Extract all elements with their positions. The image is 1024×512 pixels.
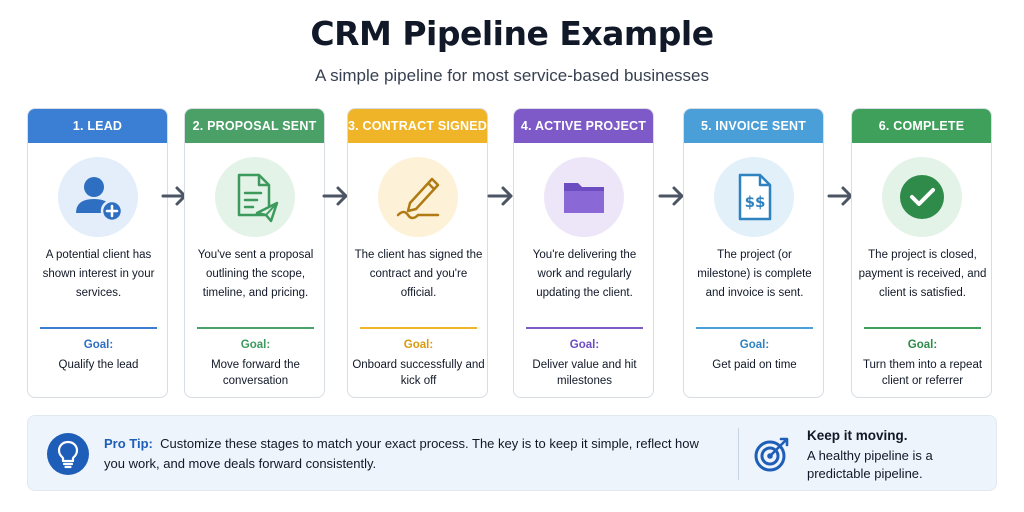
stage-card-proposal: 2. PROPOSAL SENT You've sent a proposal …	[184, 108, 325, 398]
keep-moving-text: A healthy pipeline is a predictable pipe…	[807, 448, 933, 481]
svg-text:$$: $$	[745, 193, 766, 211]
divider	[696, 327, 813, 329]
goal-label: Goal:	[739, 339, 770, 351]
stage-description: The project (or milestone) is complete a…	[697, 249, 812, 299]
goal-label: Goal:	[83, 339, 114, 351]
stage-description: The project is closed, payment is receiv…	[858, 249, 987, 299]
keep-moving-title: Keep it moving.	[807, 428, 908, 443]
goal-text: Onboard successfully and kick off	[352, 359, 485, 387]
goal-label: Goal:	[569, 339, 600, 351]
target-icon	[754, 437, 789, 472]
arrow-right-icon	[658, 186, 684, 206]
pen-signature-icon	[378, 157, 458, 237]
stage-description: You're delivering the work and regularly…	[532, 249, 637, 299]
divider	[197, 327, 314, 329]
document-send-icon	[215, 157, 295, 237]
stage-description: A potential client has shown interest in…	[42, 249, 155, 299]
pro-tip-body: Customize these stages to match your exa…	[104, 436, 699, 471]
goal-text: Qualify the lead	[58, 359, 139, 371]
stage-description: You've sent a proposal outlining the sco…	[197, 249, 314, 299]
stage-description: The client has signed the contract and y…	[354, 249, 483, 299]
goal-text: Move forward the conversation	[211, 359, 300, 387]
stage-card-lead: 1. LEAD A potential client has shown int…	[27, 108, 168, 398]
stage-header: 6. COMPLETE	[852, 109, 991, 143]
check-circle-icon	[882, 157, 962, 237]
stage-header: 4. ACTIVE PROJECT	[514, 109, 653, 143]
divider	[40, 327, 157, 329]
divider	[738, 428, 739, 480]
page-subtitle: A simple pipeline for most service-based…	[314, 66, 710, 85]
stage-card-complete: 6. COMPLETE The project is closed, payme…	[851, 108, 992, 398]
goal-text: Deliver value and hit milestones	[532, 359, 637, 387]
pro-tip-box: Pro Tip: Customize these stages to match…	[27, 415, 997, 491]
stage-card-invoice: 5. INVOICE SENT $$ The project (or miles…	[683, 108, 824, 398]
divider	[864, 327, 981, 329]
goal-label: Goal:	[907, 339, 938, 351]
user-add-icon	[58, 157, 138, 237]
goal-label: Goal:	[403, 339, 434, 351]
stage-header: 3. CONTRACT SIGNED	[348, 109, 487, 143]
arrow-right-icon	[322, 186, 348, 206]
goal-text: Turn them into a repeat client or referr…	[862, 359, 983, 387]
stage-header: 1. LEAD	[28, 109, 167, 143]
folder-icon	[544, 157, 624, 237]
arrow-right-icon	[487, 186, 513, 206]
stage-header: 2. PROPOSAL SENT	[185, 109, 324, 143]
goal-text: Get paid on time	[712, 359, 797, 371]
invoice-icon: $$	[714, 157, 794, 237]
page-title: CRM Pipeline Example	[310, 14, 714, 53]
goal-label: Goal:	[240, 339, 271, 351]
stage-card-contract: 3. CONTRACT SIGNED The client has signed…	[347, 108, 488, 398]
pro-tip-label: Pro Tip:	[104, 436, 153, 451]
divider	[526, 327, 643, 329]
pro-tip-text: Pro Tip: Customize these stages to match…	[104, 434, 704, 474]
stage-card-active: 4. ACTIVE PROJECT You're delivering the …	[513, 108, 654, 398]
lightbulb-icon	[47, 433, 89, 475]
stage-header: 5. INVOICE SENT	[684, 109, 823, 143]
divider	[360, 327, 477, 329]
